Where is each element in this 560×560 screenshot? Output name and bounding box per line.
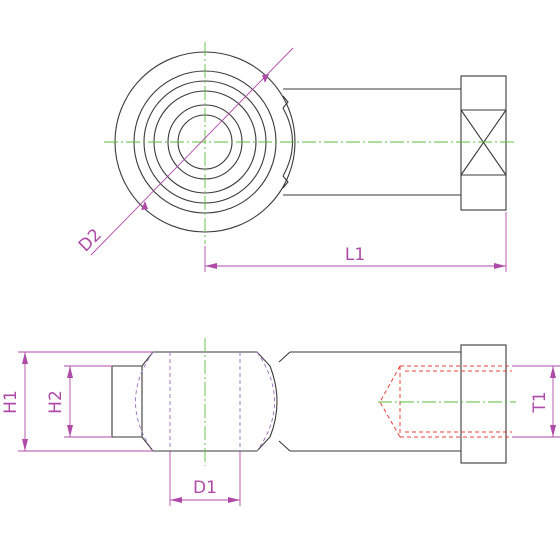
h2-label: H2 [46,390,66,414]
t1-arrow-top [550,366,556,378]
eye-notch-bottom [282,175,289,189]
d2-arrow-bottom [141,201,148,210]
side-view: H1 H2 D1 T1 [1,338,560,506]
t1-label: T1 [530,391,550,413]
eye-housing [111,351,278,452]
hex-nut [460,75,507,211]
l1-arrow-left [205,263,217,269]
d1-arrow-left [170,497,182,503]
hex-cross-2 [460,109,507,176]
neck-notch-top [278,351,291,363]
t1-arrow-bottom [550,425,556,437]
ball-hidden-right [256,351,275,452]
d1-arrow-right [228,497,240,503]
h1-arrow-bottom [22,439,28,451]
h1-arrow-top [22,352,28,364]
eye-notch-top [282,95,289,109]
l1-label: L1 [345,245,365,265]
side-hex-nut [460,344,507,464]
d2-arrow-top [262,74,269,83]
d1-label: D1 [193,478,217,498]
h2-arrow-top [67,366,73,378]
h2-arrow-bottom [67,425,73,437]
drill-point [379,365,401,438]
neck-notch-bottom [278,440,291,452]
top-view: D2 L1 [75,42,516,272]
d2-label: D2 [75,225,106,256]
h1-label: H1 [1,390,21,414]
ball-hidden-left [135,351,154,452]
l1-arrow-right [494,263,506,269]
d2-dimension-line [90,47,294,256]
